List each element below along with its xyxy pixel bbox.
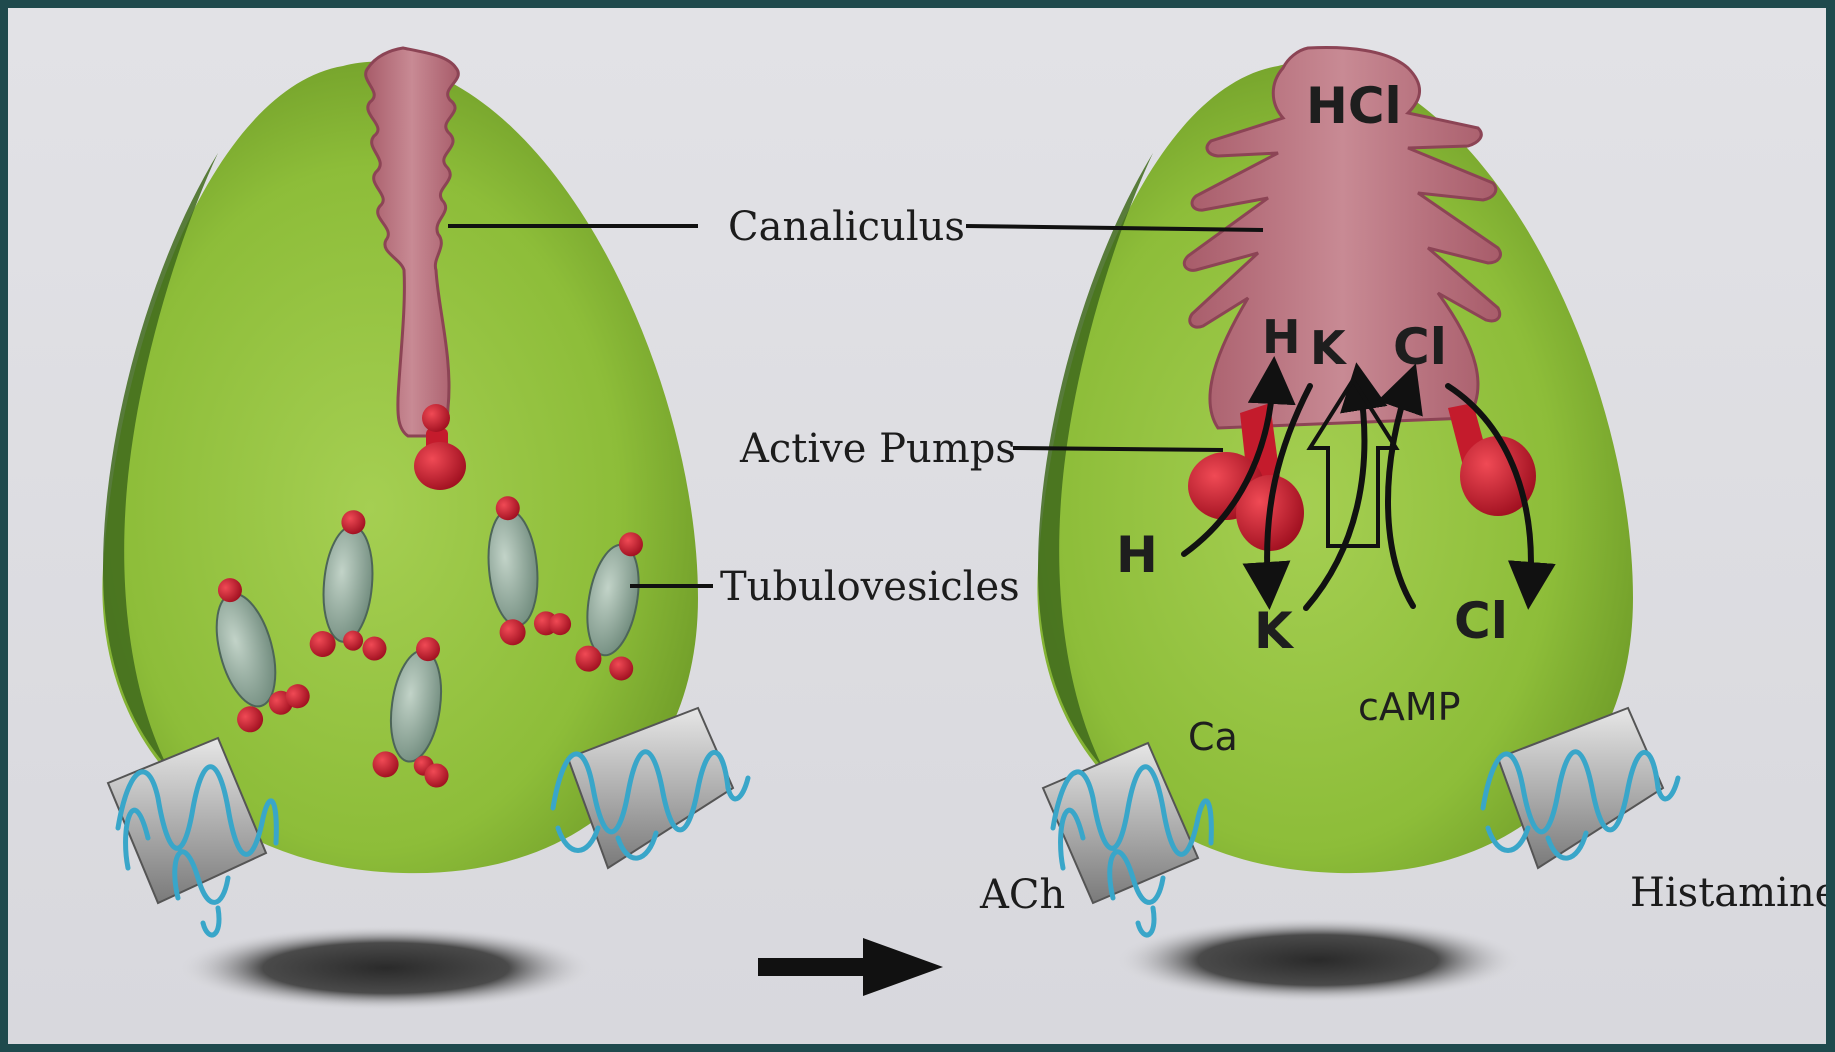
label-camp: cAMP bbox=[1358, 685, 1461, 729]
label-k-top: K bbox=[1310, 321, 1348, 375]
label-h-top: H bbox=[1262, 310, 1301, 364]
label-cl-top: Cl bbox=[1393, 318, 1447, 376]
right-cell-shadow bbox=[1118, 918, 1518, 1002]
label-ca: Ca bbox=[1188, 715, 1238, 759]
label-ach: ACh bbox=[979, 872, 1065, 918]
figure-frame: Canaliculus Active Pumps Tubulovesicles … bbox=[8, 8, 1826, 1044]
label-histamine: Histamine bbox=[1630, 870, 1826, 916]
active-pumps-leader bbox=[1013, 448, 1223, 450]
label-cl-bottom: Cl bbox=[1454, 592, 1508, 650]
transition-arrow bbox=[758, 938, 943, 996]
parietal-cell-diagram: Canaliculus Active Pumps Tubulovesicles … bbox=[8, 8, 1826, 1044]
label-h-bottom: H bbox=[1116, 526, 1158, 584]
left-cell-shadow bbox=[181, 926, 591, 1010]
label-k-bottom: K bbox=[1254, 602, 1295, 660]
label-active-pumps: Active Pumps bbox=[739, 426, 1016, 472]
label-canaliculus: Canaliculus bbox=[728, 204, 965, 250]
label-tubulovesicles: Tubulovesicles bbox=[720, 564, 1020, 610]
label-hcl: HCl bbox=[1306, 77, 1402, 135]
